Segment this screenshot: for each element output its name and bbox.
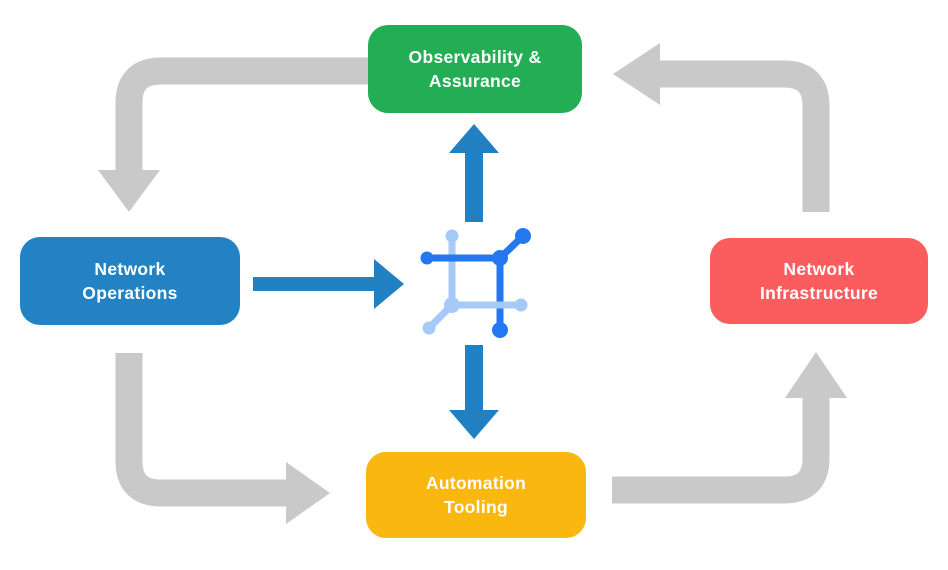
arrow-operations-to-center	[253, 259, 404, 309]
node-network-operations: Network Operations	[20, 237, 240, 325]
node-observability-assurance: Observability & Assurance	[368, 25, 582, 113]
arrow-center-to-automation	[449, 345, 499, 439]
arrow-automation-to-infrastructure	[612, 352, 847, 504]
arrow-observability-to-operations	[98, 57, 370, 212]
arrow-operations-to-automation	[115, 353, 330, 524]
node-infrastructure-label: Network Infrastructure	[760, 258, 878, 304]
node-observability-label: Observability & Assurance	[408, 46, 542, 92]
network-topology-icon	[420, 228, 531, 338]
node-automation-tooling: Automation Tooling	[366, 452, 586, 538]
node-automation-label: Automation Tooling	[425, 472, 527, 518]
node-network-infrastructure: Network Infrastructure	[710, 238, 928, 324]
node-operations-label: Network Operations	[82, 258, 178, 304]
arrow-center-to-observability	[449, 124, 499, 222]
arrow-infrastructure-to-observability	[613, 43, 830, 212]
